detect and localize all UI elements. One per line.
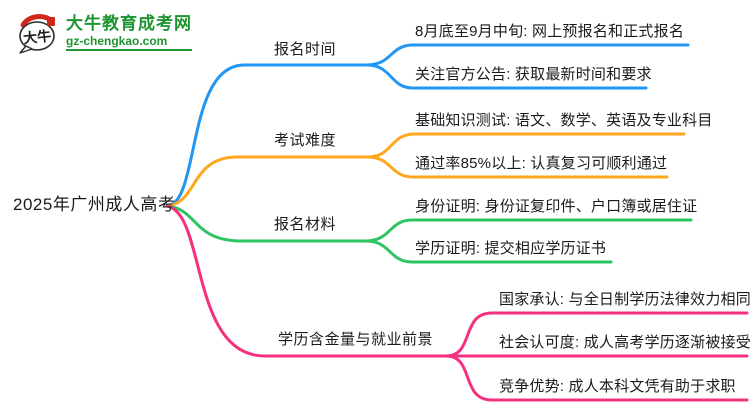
leaf-node[interactable]: 8月底至9月中旬: 网上预报名和正式报名 <box>415 23 685 40</box>
leaf-node[interactable]: 关注官方公告: 获取最新时间和要求 <box>415 66 652 83</box>
leaf-node[interactable]: 基础知识测试: 语文、数学、英语及专业科目 <box>415 112 713 129</box>
branch-node-degree-value[interactable]: 学历含金量与就业前景 <box>278 331 434 348</box>
logo-bubble-icon: 大牛 <box>19 14 55 54</box>
site-url: gz-chengkao.com <box>66 35 192 51</box>
branch-node-signup-time[interactable]: 报名时间 <box>274 41 337 58</box>
branch-node-exam-difficulty[interactable]: 考试难度 <box>274 132 337 149</box>
leaf-node[interactable]: 通过率85%以上: 认真复习可顺利通过 <box>415 155 668 172</box>
branch4-leaf1-line <box>444 311 749 358</box>
site-logo[interactable]: 大牛 大牛教育成考网 gz-chengkao.com <box>16 12 192 54</box>
branch3-trunk-line <box>165 204 368 243</box>
branch-node-signup-materials[interactable]: 报名材料 <box>274 216 337 233</box>
leaf-node[interactable]: 学历证明: 提交相应学历证书 <box>415 240 607 257</box>
root-node[interactable]: 2025年广州成人高考 <box>13 195 176 214</box>
logo-icon-text: 大牛 <box>22 28 52 48</box>
branch1-leaf1-line <box>365 43 690 67</box>
logo-seal-icon <box>47 17 55 26</box>
branch1-leaf2-line <box>365 63 648 90</box>
leaf-node[interactable]: 国家承认: 与全日制学历法律效力相同 <box>499 291 750 308</box>
branch1-trunk-line <box>165 63 369 208</box>
branch3-leaf2-line <box>364 239 613 264</box>
branch2-leaf2-line <box>366 155 669 179</box>
leaf-node[interactable]: 身份证明: 身份证复印件、户口簿或居住证 <box>415 198 698 215</box>
leaf-node[interactable]: 竞争优势: 成人本科文凭有助于求职 <box>499 378 736 395</box>
site-name: 大牛教育成考网 <box>66 14 192 33</box>
branch2-trunk-line <box>165 155 370 208</box>
leaf-node[interactable]: 社会认可度: 成人高考学历逐渐被接受 <box>499 334 750 351</box>
branch4-leaf3-line <box>444 354 749 402</box>
branch4-trunk-line <box>165 204 448 358</box>
